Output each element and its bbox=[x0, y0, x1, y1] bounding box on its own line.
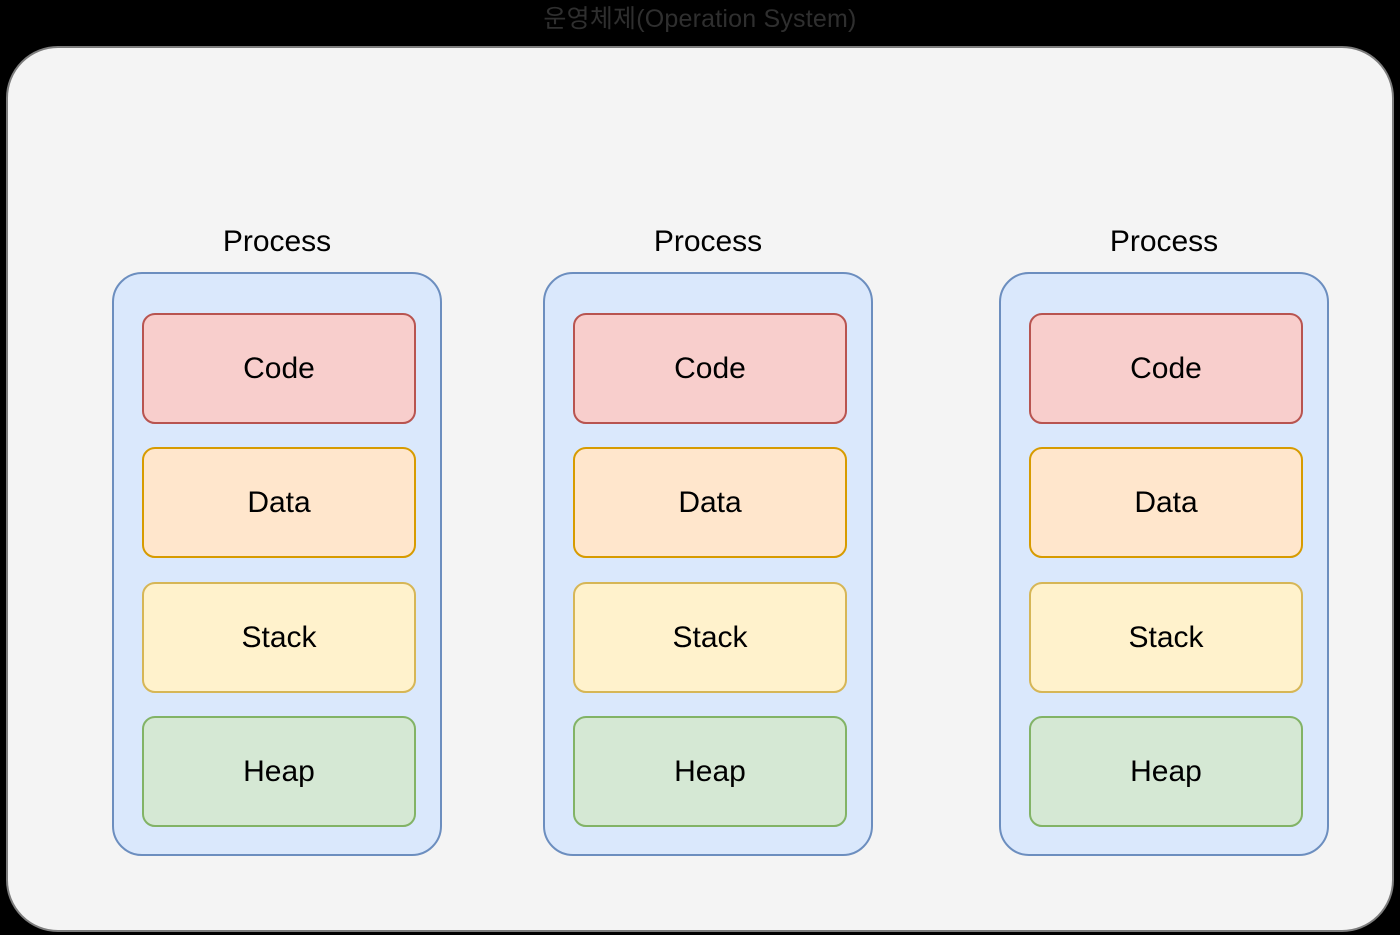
segment-heap[interactable]: Heap bbox=[1029, 716, 1303, 827]
segment-label: Stack bbox=[672, 620, 748, 654]
segment-label: Code bbox=[243, 351, 315, 385]
process-column: Process Code Data Stack Heap bbox=[543, 224, 873, 856]
segment-label: Stack bbox=[1128, 620, 1204, 654]
segment-label: Heap bbox=[674, 754, 746, 788]
segment-code[interactable]: Code bbox=[142, 313, 416, 424]
segment-label: Code bbox=[674, 351, 746, 385]
process-box[interactable]: Code Data Stack Heap bbox=[112, 272, 442, 856]
segment-data[interactable]: Data bbox=[142, 447, 416, 558]
segment-heap[interactable]: Heap bbox=[573, 716, 847, 827]
segment-label: Heap bbox=[243, 754, 315, 788]
diagram-title: 운영체제(Operation System) bbox=[543, 5, 857, 33]
segment-label: Data bbox=[1134, 485, 1198, 519]
segment-heap[interactable]: Heap bbox=[142, 716, 416, 827]
process-label: Process bbox=[653, 225, 763, 258]
segment-label: Stack bbox=[241, 620, 317, 654]
segment-data[interactable]: Data bbox=[1029, 447, 1303, 558]
os-container: Process Code Data Stack Heap Process bbox=[6, 46, 1394, 932]
process-column: Process Code Data Stack Heap bbox=[112, 224, 442, 856]
segment-code[interactable]: Code bbox=[1029, 313, 1303, 424]
segment-stack[interactable]: Stack bbox=[142, 582, 416, 693]
process-column: Process Code Data Stack Heap bbox=[999, 224, 1329, 856]
segment-stack[interactable]: Stack bbox=[573, 582, 847, 693]
process-box[interactable]: Code Data Stack Heap bbox=[999, 272, 1329, 856]
process-box[interactable]: Code Data Stack Heap bbox=[543, 272, 873, 856]
process-label: Process bbox=[222, 225, 332, 258]
segment-label: Heap bbox=[1130, 754, 1202, 788]
segment-label: Data bbox=[247, 485, 311, 519]
segment-stack[interactable]: Stack bbox=[1029, 582, 1303, 693]
segment-label: Data bbox=[678, 485, 742, 519]
segment-label: Code bbox=[1130, 351, 1202, 385]
segment-code[interactable]: Code bbox=[573, 313, 847, 424]
process-label: Process bbox=[1109, 225, 1219, 258]
segment-data[interactable]: Data bbox=[573, 447, 847, 558]
